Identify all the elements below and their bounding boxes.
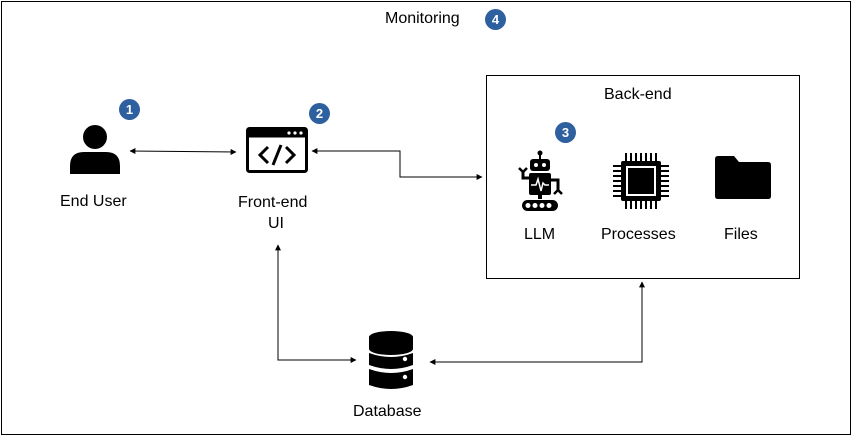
monitoring-badge: 4 (485, 9, 506, 30)
robot-icon (515, 150, 565, 214)
processes-label: Processes (601, 226, 676, 243)
backend-title: Back-end (604, 86, 672, 103)
frontend-label-line1: Front-end (238, 194, 308, 211)
backend-container (486, 75, 800, 279)
frontend-badge: 2 (309, 103, 330, 124)
monitoring-label: Monitoring (385, 10, 460, 27)
database-label: Database (353, 403, 422, 420)
llm-badge: 3 (555, 122, 576, 143)
connector-database-backend (429, 281, 645, 365)
connector-frontend-database (275, 244, 357, 363)
connector-user-frontend (129, 148, 237, 155)
files-label: Files (724, 226, 758, 243)
cpu-chip-icon (612, 152, 670, 210)
folder-icon (714, 155, 772, 199)
frontend-label-line2: UI (268, 215, 284, 232)
end-user-badge: 1 (119, 99, 140, 120)
database-icon (367, 330, 415, 392)
user-icon (68, 124, 122, 174)
code-window-icon (246, 127, 308, 173)
end-user-label: End User (60, 193, 127, 210)
llm-label: LLM (524, 226, 556, 243)
connector-frontend-backend (311, 148, 483, 180)
